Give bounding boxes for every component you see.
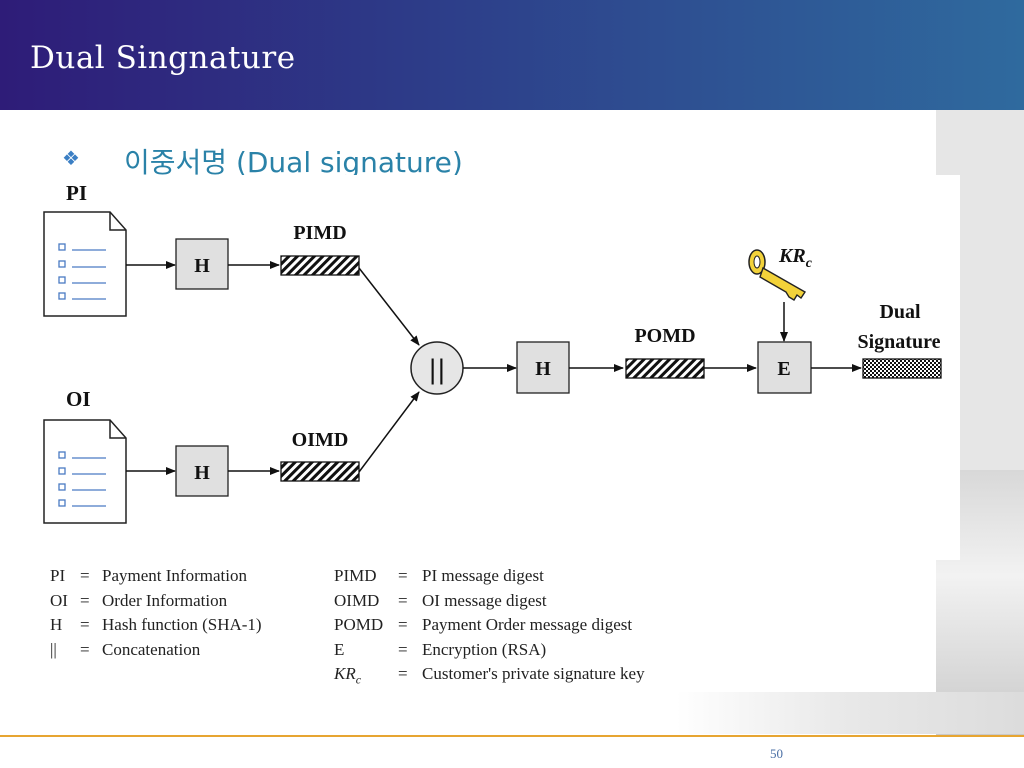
legend-row: ||=Concatenation: [50, 639, 201, 659]
slide-title: Dual Singnature: [30, 40, 296, 76]
concatenation-node: ||: [410, 341, 464, 395]
hash-box-pi: H: [175, 238, 229, 290]
slide-subtitle: 이중서명 (Dual signature): [124, 146, 463, 179]
dual-signature-bar: [862, 358, 942, 379]
legend-row: PI=Payment Information: [50, 566, 247, 585]
pimd-to-concat-arrow: [358, 267, 420, 346]
dual-signature-label-line2: Signature: [858, 331, 941, 353]
encrypt-box-label: E: [777, 358, 790, 380]
bottom-decoration: [676, 692, 1024, 734]
oi-label: OI: [66, 387, 91, 411]
encrypt-box: E: [757, 341, 812, 394]
footer-divider: [0, 735, 1024, 737]
legend-right: PIMD=PI message digest OIMD=OI message d…: [334, 564, 645, 692]
hash-box-combined: H: [516, 341, 570, 394]
hash-box-pi-label: H: [194, 255, 210, 277]
legend-row: OI=Order Information: [50, 590, 228, 610]
diamond-cluster-icon: ❖: [62, 148, 80, 170]
legend-row: H=Hash function (SHA-1): [50, 615, 262, 634]
hash-box-oi: H: [175, 445, 229, 497]
legend-row: OIMD=OI message digest: [334, 590, 547, 610]
hash-box-combined-label: H: [535, 358, 551, 380]
legend-row: PIMD=PI message digest: [334, 566, 544, 585]
pimd-label: PIMD: [293, 222, 346, 244]
oimd-label: OIMD: [292, 429, 349, 451]
pi-document-icon: [43, 211, 127, 317]
legend-row: KRc=Customer's private signature key: [334, 664, 645, 687]
oimd-digest-bar: [280, 461, 360, 482]
oimd-to-concat-arrow: [358, 391, 420, 473]
pi-label: PI: [66, 181, 87, 205]
pimd-digest-bar: [280, 255, 360, 276]
key-label: KRc: [778, 245, 813, 271]
dual-signature-label-line1: Dual: [879, 301, 921, 323]
pomd-label: POMD: [634, 325, 695, 347]
page-number: 50: [770, 746, 783, 761]
concatenation-label: ||: [428, 355, 446, 385]
legend-left: PI=Payment Information OI=Order Informat…: [50, 564, 262, 662]
legend-row: E=Encryption (RSA): [334, 639, 547, 659]
dual-signature-diagram: PI OI H H PIMD OI: [0, 175, 960, 560]
key-icon: [748, 249, 806, 301]
oi-document-icon: [43, 419, 127, 524]
legend-row: POMD=Payment Order message digest: [334, 615, 633, 634]
title-bar: Dual Singnature: [0, 0, 1024, 110]
hash-box-oi-label: H: [194, 462, 210, 484]
pomd-digest-bar: [625, 358, 705, 379]
